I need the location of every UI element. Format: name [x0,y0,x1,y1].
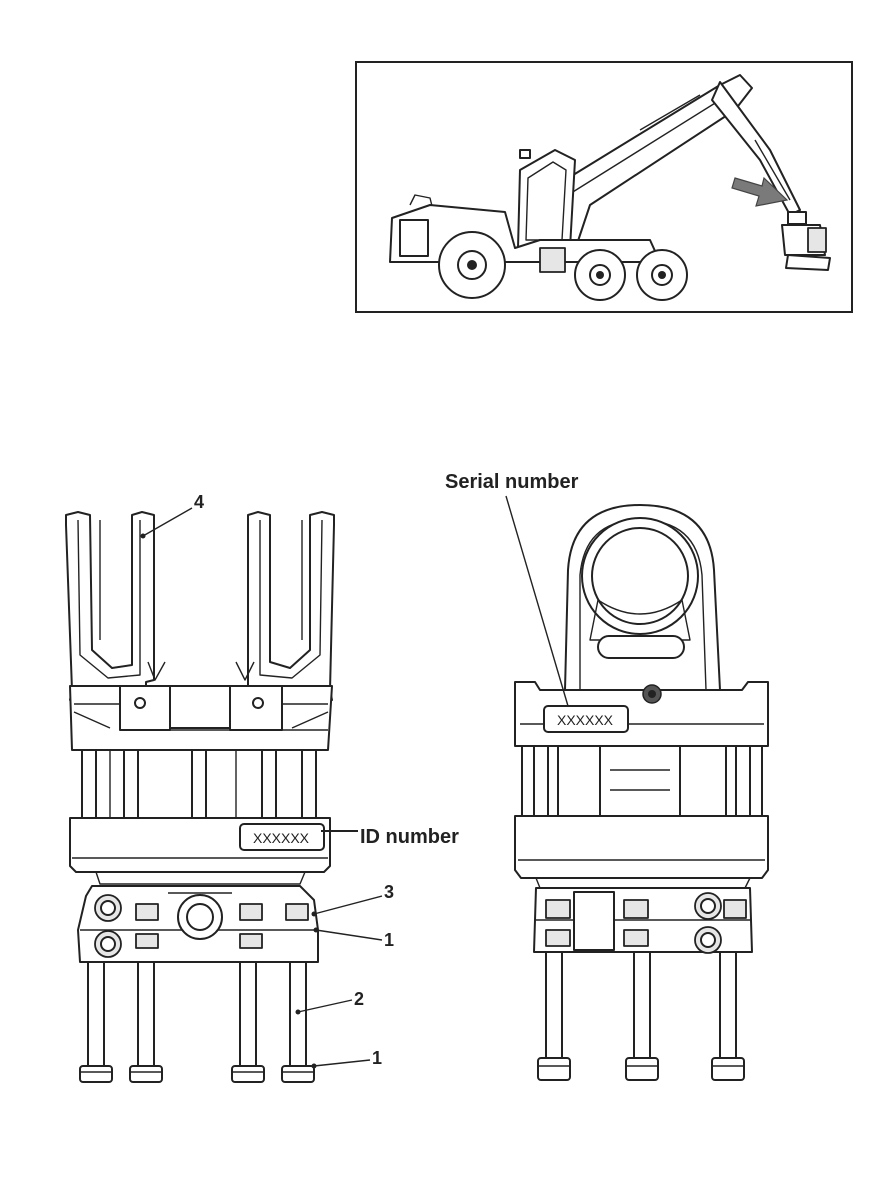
harvester-head [781,211,831,271]
labels: Serial number ID number 4 3 1 2 1 [194,471,579,1068]
serial-number-label: Serial number [445,471,579,493]
machine-overview-inset [355,61,853,313]
callout-3: 3 [384,882,394,902]
callout-4: 4 [194,492,204,512]
serial-number-plate: XXXXXX [543,705,629,733]
rotator-side-view: XXXXXX [505,495,769,1081]
rotator-front-view: XXXXXX [65,507,383,1083]
bolt-heads [79,1065,315,1083]
id-number-label: ID number [360,826,459,848]
callout-1-lower: 1 [372,1048,382,1068]
rotator-yoke [65,511,335,701]
callout-1-upper: 1 [384,930,394,950]
callout-leaders-left [140,507,383,1069]
serial-plate-text: XXXXXX [557,712,614,728]
id-plate-text: XXXXXX [253,830,310,846]
side-mounting-bolts [545,951,737,1059]
side-bolt-heads [537,1057,745,1081]
rotator-pointer-arrow [731,176,789,207]
id-number-plate: XXXXXX [239,823,325,851]
serial-number-leader [505,495,569,707]
harvester-wheels [438,231,688,301]
side-columns [521,745,763,817]
rotator-columns [81,749,317,819]
side-swivel-block [533,887,753,954]
yoke-base-block [69,685,333,751]
mounting-bolts [84,961,310,1067]
hydraulic-swivel-block [77,885,319,963]
callout-2: 2 [354,989,364,1009]
side-housing [514,815,769,889]
rotator-link-lug [564,504,721,691]
